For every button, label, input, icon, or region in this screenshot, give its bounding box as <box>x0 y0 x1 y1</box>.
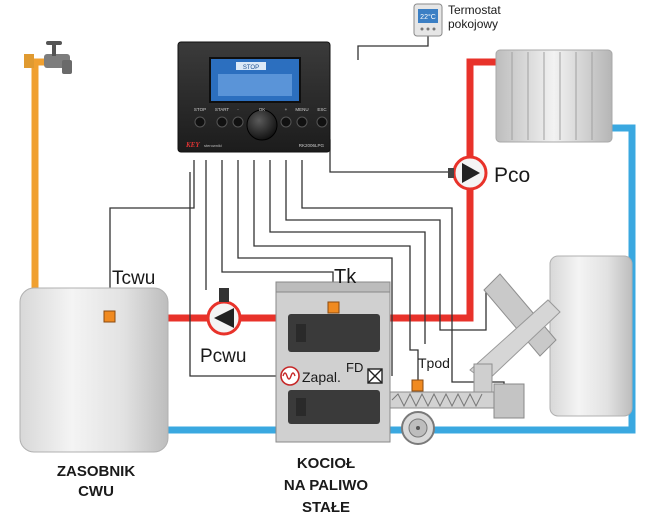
controller: STOP STOP START - OK + MENU ESC KEY sterowniki… <box>177 41 331 153</box>
sensor-tpod-icon <box>411 379 424 392</box>
blower-fan-icon <box>401 411 435 445</box>
igniter-label: Zapal. <box>302 369 341 385</box>
sensor-tk-label: Tk <box>334 266 357 288</box>
boiler <box>275 281 391 443</box>
tank-label-line2: CWU <box>78 483 114 500</box>
controller-brand-sub: sterowniki <box>204 143 222 148</box>
pump-co-icon <box>448 155 488 191</box>
fd-sensor-icon <box>367 368 383 384</box>
fuel-hopper <box>549 255 633 417</box>
controller-button <box>296 116 308 128</box>
igniter-icon <box>280 366 300 386</box>
pump-cwu-icon <box>206 288 242 336</box>
controller-knob <box>246 109 278 141</box>
controller-button <box>216 116 228 128</box>
controller-button <box>194 116 206 128</box>
thermostat-display: 22°C <box>420 13 436 21</box>
sensor-tcwu-icon <box>103 310 116 323</box>
controller-button <box>316 116 328 128</box>
sensor-tpod-label: Tpod <box>418 355 450 371</box>
boiler-label-line1: KOCIOŁ <box>297 455 355 472</box>
controller-button <box>280 116 292 128</box>
controller-button-label: MENU <box>295 107 308 112</box>
controller-brand: KEY <box>185 141 200 149</box>
room-thermostat: 22°C <box>413 3 443 37</box>
pump-co-label: Pco <box>494 164 530 187</box>
controller-button <box>232 116 244 128</box>
pump-cwu-label: Pcwu <box>200 346 246 367</box>
hot-supply-pipe-co <box>390 58 496 322</box>
controller-screen-text: STOP <box>243 65 259 71</box>
controller-button-label: ESC <box>317 107 327 112</box>
controller-button-label: - <box>237 107 239 112</box>
thermostat-label-line1: Termostat <box>448 3 501 17</box>
controller-button-label: OK <box>259 107 266 112</box>
sensor-tk-icon <box>327 301 340 314</box>
boiler-label-line2: NA PALIWO <box>284 477 368 494</box>
fuel-feeder <box>387 273 561 419</box>
fd-label: FD <box>346 360 363 375</box>
boiler-label-line3: STAŁE <box>302 499 350 516</box>
controller-button-label: STOP <box>194 107 206 112</box>
sensor-tcwu-label: Tcwu <box>112 268 155 289</box>
controller-button-label: START <box>215 107 230 112</box>
controller-button-label: + <box>285 107 288 112</box>
radiator <box>495 49 613 143</box>
tank-label-line1: ZASOBNIK <box>57 463 136 480</box>
dhw-tank <box>19 287 169 453</box>
thermostat-label-line2: pokojowy <box>448 17 498 31</box>
controller-model: RK2006LPG <box>299 143 325 148</box>
water-tap-icon <box>24 41 72 74</box>
